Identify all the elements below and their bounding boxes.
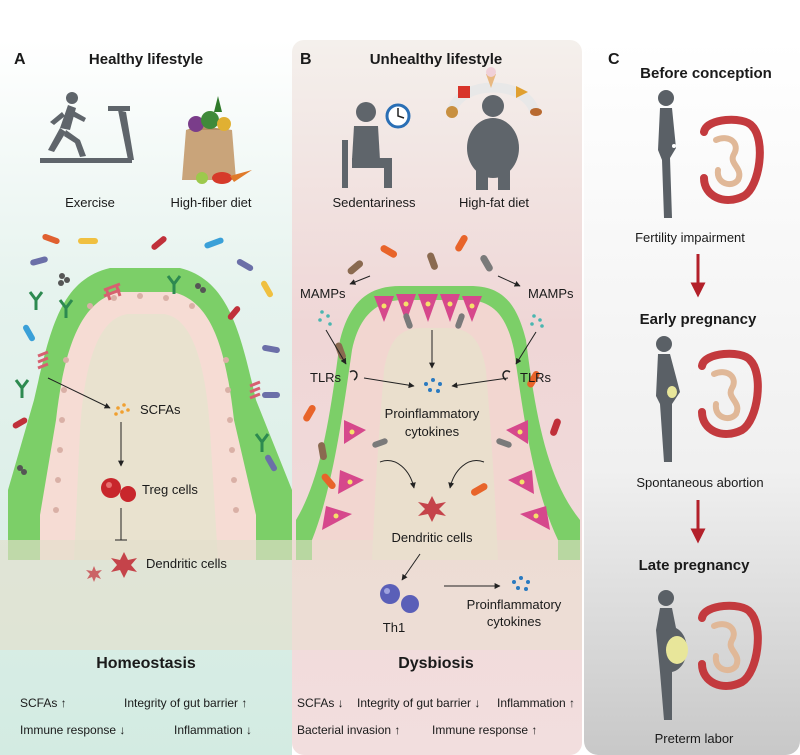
villus-b [292, 286, 582, 650]
preterm-labor-label: Preterm labor [655, 731, 734, 746]
dysbiosis-label: Dysbiosis [398, 655, 474, 672]
cytokine-dots-1 [424, 378, 442, 393]
inflamed-nuclei [333, 301, 539, 519]
th1-label: Th1 [383, 620, 405, 635]
panel-b-title: Unhealthy lifestyle [370, 51, 503, 68]
tlrs-label-right: TLRs [520, 370, 552, 385]
obese-person-icon [467, 95, 519, 190]
mamps-label-right: MAMPs [528, 286, 574, 301]
early-pregnancy-label: Early pregnancy [640, 311, 757, 328]
high-fat-diet-label: High-fat diet [459, 195, 529, 210]
antibody-icons-a [14, 275, 270, 452]
dendritic-cell-icon-b [418, 496, 446, 522]
dendritic-cells-label-a: Dendritic cells [146, 556, 227, 571]
arrow-to-mamps-right [497, 275, 521, 287]
intestine-icon-3 [698, 601, 762, 690]
panel-a-letter: A [14, 51, 26, 68]
cytokines-label-1: cytokines [405, 424, 460, 439]
panel-c-letter: C [608, 51, 620, 68]
before-conception-label: Before conception [640, 65, 772, 82]
arrow-to-scfas [47, 377, 111, 409]
effect-immune-down: Immune response ↓ [20, 723, 125, 737]
cytokines-label-2: cytokines [487, 614, 542, 629]
fertility-impairment-label: Fertility impairment [635, 230, 745, 245]
epithelial-nuclei-a [53, 293, 239, 513]
intestine-icon-2 [698, 349, 762, 438]
mamps-label-left: MAMPs [300, 286, 346, 301]
arrow-to-mamps-left [349, 275, 371, 285]
villus-a [0, 268, 292, 650]
effect-inflammation-down: Inflammation ↓ [174, 723, 252, 737]
inhibition-treg-to-dendritic [115, 508, 127, 541]
treg-cells-icon [101, 478, 136, 502]
commensal-bacteria-a [12, 233, 280, 475]
homeostasis-label: Homeostasis [96, 655, 196, 672]
tight-junction-icons-a [37, 282, 261, 400]
arrow-tlrs-right-to-cytokines [451, 377, 509, 389]
arrow-mamps-to-tlrs-right [515, 331, 537, 365]
arrow-left-to-dendritic [379, 460, 416, 489]
effect-invasion-up: Bacterial invasion ↑ [297, 723, 400, 737]
tlrs-label-left: TLRs [310, 370, 342, 385]
proinflammatory-label-2: Proinflammatory [467, 597, 562, 612]
late-pregnancy-label: Late pregnancy [639, 557, 751, 574]
effect-immune-up: Immune response ↑ [432, 723, 537, 737]
panel-a-title: Healthy lifestyle [89, 51, 203, 68]
arrow-mamps-to-tlrs-left [325, 329, 347, 365]
dendritic-cells-icon-a [86, 552, 137, 582]
treg-cells-label: Treg cells [142, 482, 198, 497]
intestine-icon-1 [700, 115, 764, 204]
exercise-label: Exercise [65, 195, 115, 210]
sitting-person-icon [342, 102, 392, 188]
th1-cells-icon [380, 584, 419, 613]
fast-food-icons [446, 67, 542, 118]
scfas-label-a: SCFAs [140, 402, 181, 417]
grocery-bag-icon [182, 96, 252, 184]
effect-scfas-up: SCFAs ↑ [20, 696, 67, 710]
pathogenic-bacteria-b [303, 234, 561, 496]
effect-inflammation-up: Inflammation ↑ [497, 696, 575, 710]
panel-b-letter: B [300, 51, 312, 68]
woman-silhouette-1 [658, 90, 676, 218]
arrow-right-to-dendritic [448, 460, 485, 489]
panel-c-background [584, 40, 800, 755]
sedentariness-label: Sedentariness [332, 195, 416, 210]
dendritic-cells-label-b: Dendritic cells [392, 530, 473, 545]
woman-silhouette-3 [656, 590, 688, 720]
proinflammatory-label-1: Proinflammatory [385, 406, 480, 421]
effect-barrier-down: Integrity of gut barrier ↓ [357, 696, 480, 710]
high-fiber-diet-label: High-fiber diet [171, 195, 252, 210]
spontaneous-abortion-label: Spontaneous abortion [636, 475, 763, 490]
cytokine-dots-2 [512, 576, 530, 591]
clock-icon [385, 103, 411, 129]
treadmill-runner-icon [40, 92, 134, 163]
arrow-dendritic-to-th1 [401, 553, 421, 581]
effect-scfas-down: SCFAs ↓ [297, 696, 344, 710]
effect-barrier-up: Integrity of gut barrier ↑ [124, 696, 247, 710]
mamps-dots [318, 310, 544, 328]
scfas-dots-a [114, 403, 130, 416]
arrow-tlrs-left-to-cytokines [363, 377, 415, 389]
woman-silhouette-2 [656, 336, 680, 462]
